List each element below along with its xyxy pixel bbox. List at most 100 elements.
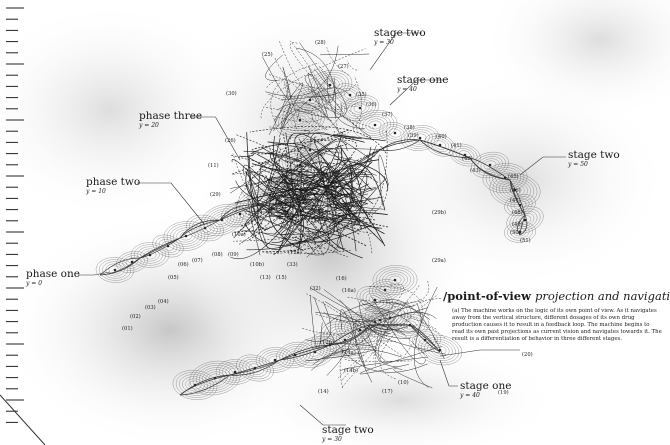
core-line — [355, 202, 361, 211]
lower-tangle-line — [338, 354, 364, 381]
lower-tangle-line — [312, 348, 402, 365]
core-line — [275, 201, 291, 204]
marker-label: (06) — [178, 262, 189, 268]
lower-tangle-line — [359, 300, 380, 362]
core-line — [304, 187, 318, 192]
ellipse-cluster — [372, 265, 418, 295]
upper-tangle-line — [289, 42, 341, 108]
upper-tangle-line — [267, 93, 333, 122]
core-line — [329, 182, 343, 184]
core-line — [281, 193, 287, 198]
upper-tangle-line — [309, 117, 328, 131]
marker-label: (03) — [145, 305, 156, 311]
core-line — [329, 192, 335, 198]
tangle-line — [233, 169, 320, 199]
core-line — [358, 203, 367, 208]
core-line — [342, 201, 356, 209]
core-line — [312, 179, 328, 184]
tangle-line — [252, 137, 355, 153]
core-line — [326, 217, 340, 220]
leader-line — [439, 359, 458, 387]
left-ruler — [6, 7, 24, 423]
core-line — [323, 192, 340, 197]
core-line — [334, 203, 337, 210]
core-line — [342, 217, 358, 220]
upper-tangle-line — [278, 103, 292, 138]
core-line — [306, 209, 314, 213]
tangle-line — [313, 136, 361, 211]
label-stage-two-right: stage two y = 50 — [568, 149, 620, 168]
core-line — [335, 197, 341, 208]
lower-tangle-line — [310, 311, 437, 371]
core-line — [342, 211, 355, 218]
core-line — [275, 206, 293, 215]
marker-label: (39) — [408, 133, 419, 139]
label-phase-one: phase one y = 0 — [26, 268, 80, 287]
upper-tangle-line — [265, 107, 324, 141]
marker-label: (04) — [158, 299, 169, 305]
tangle-line — [229, 166, 313, 189]
tangle-line — [261, 214, 335, 243]
tangle-line — [349, 168, 379, 186]
lower-tangle-line — [361, 303, 416, 328]
core-line — [334, 206, 345, 212]
core-line — [293, 205, 306, 216]
ellipse-cluster — [471, 151, 509, 179]
core-line — [316, 198, 335, 209]
core-line — [339, 189, 348, 197]
lower-tangle-line — [342, 316, 411, 339]
upper-tangle-line — [282, 87, 352, 129]
label-stage-one-top: stage one y = 40 — [397, 74, 449, 93]
core-line — [276, 198, 294, 208]
core-line — [325, 194, 340, 200]
tangle-line — [256, 166, 282, 251]
core-line — [349, 175, 359, 180]
core-line — [316, 184, 337, 192]
core-line — [278, 168, 292, 179]
ellipse-cluster — [369, 279, 401, 301]
marker-label: (30) — [226, 91, 237, 97]
core-line — [326, 191, 335, 195]
upper-tangle-line — [293, 69, 347, 118]
marker-label: (29a) — [432, 258, 446, 264]
core-line — [259, 207, 276, 211]
upper-tangle-line — [302, 75, 362, 140]
tangle-line — [246, 132, 270, 230]
core-line — [353, 204, 364, 215]
upper-tangle-line — [304, 74, 372, 138]
tangle-line — [248, 218, 360, 241]
core-line — [355, 215, 360, 224]
marker-label: (35) — [356, 92, 367, 98]
core-line — [263, 190, 278, 195]
marker-label: (33) — [287, 262, 298, 268]
lower-tangle-line — [371, 323, 433, 355]
upper-tangle-line — [326, 77, 365, 129]
label-phase-two: phase two y = 10 — [86, 176, 141, 195]
trajectory-line — [99, 186, 321, 276]
ellipse-cluster — [255, 347, 295, 373]
core-line — [358, 187, 376, 191]
upper-tangle-line — [299, 42, 331, 89]
lower-tangle-line — [359, 346, 442, 375]
core-line — [304, 195, 318, 206]
core-line — [267, 180, 283, 183]
core-line — [275, 188, 292, 196]
upper-tangle-line — [308, 66, 335, 103]
core-line — [333, 218, 348, 225]
tangle-line — [290, 162, 356, 250]
ellipse-cluster — [341, 94, 379, 122]
core-line — [255, 178, 272, 188]
core-line — [316, 184, 323, 195]
marker-label: (02) — [130, 314, 141, 320]
core-line — [341, 180, 356, 186]
tangle-line — [231, 129, 350, 175]
lower-tangle-line — [339, 298, 441, 389]
core-line — [286, 205, 305, 212]
leader-line — [299, 404, 346, 426]
marker-label: (12) — [290, 243, 301, 249]
core-line — [277, 201, 289, 208]
core-line — [344, 205, 357, 207]
core-line — [270, 196, 275, 203]
marker-label: (42) — [462, 156, 473, 162]
